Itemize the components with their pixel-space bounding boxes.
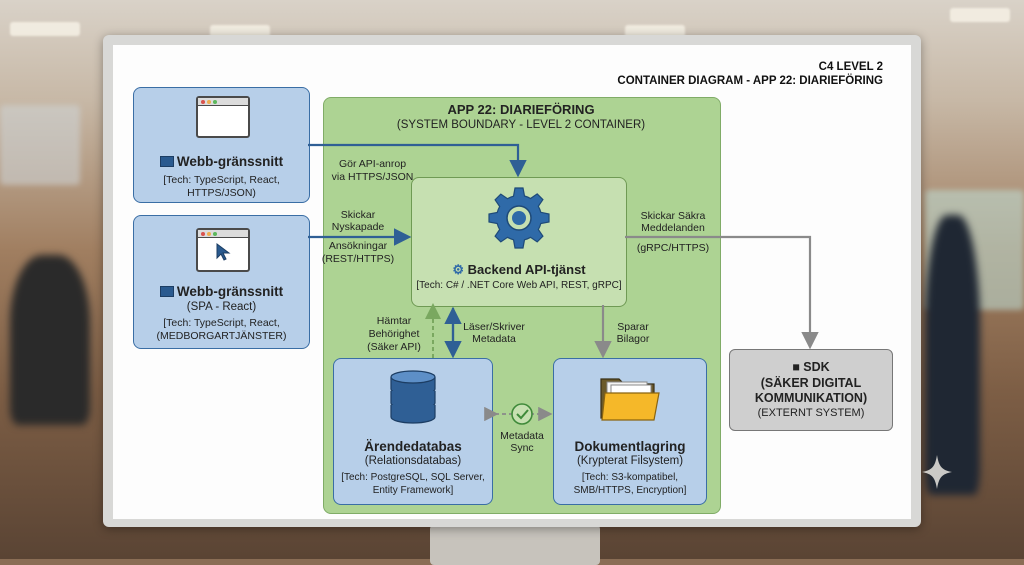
doc-storage-sub: (Krypterat Filsystem) (576, 455, 684, 467)
case-db-sub: (Relationsdatabas) (364, 455, 462, 467)
seated-person (10, 255, 90, 425)
web-ui-1-tech-1: [Tech: TypeScript, React, (163, 174, 280, 186)
edge-secure-msg-3: (gRPC/HTTPS) (636, 242, 710, 254)
browser-window-icon (196, 96, 250, 138)
edge-meta-sync-1: Metadata (500, 430, 544, 442)
sdk-name: ■ SDK (792, 360, 830, 374)
wall-window (0, 105, 80, 185)
web-ui-2-sub: (SPA - React) (186, 301, 257, 313)
edge-read-write-2: Metadata (472, 333, 516, 345)
ceiling-light (950, 8, 1010, 22)
screen-stand (430, 525, 600, 565)
edge-secure-msg-1: Skickar Säkra (640, 210, 706, 222)
edge-save-att-2: Bilagor (616, 333, 650, 345)
edge-fetch-perm-1: Hämtar (376, 315, 412, 327)
web-ui-container-2[interactable]: Webb-gränssnitt (SPA - React) [Tech: Typ… (133, 215, 310, 349)
monitor-icon (159, 286, 174, 297)
cursor-icon (216, 243, 231, 261)
boundary-subtitle: (SYSTEM BOUNDARY - LEVEL 2 CONTAINER) (396, 119, 646, 131)
edge-send-apps-1: Skickar (340, 209, 376, 221)
check-circle-icon (511, 403, 533, 425)
arrow-secure-messages (625, 235, 819, 350)
edge-save-att-1: Sparar (617, 321, 649, 333)
ceiling-light (10, 22, 80, 36)
edge-meta-sync-2: Sync (510, 442, 534, 454)
arrow-api-call (308, 143, 527, 178)
diagram-level: C4 LEVEL 2 (818, 61, 883, 73)
web-ui-2-name: Webb-gränssnitt (176, 284, 284, 299)
edge-read-write-1: Läser/Skriver (463, 321, 525, 333)
boundary-title: APP 22: DIARIEFÖRING (447, 102, 595, 117)
case-db-tech-1: [Tech: PostgreSQL, SQL Server, (341, 472, 485, 483)
standing-person (925, 215, 980, 495)
database-icon (390, 370, 436, 424)
browser-window-icon (196, 228, 250, 272)
sdk-line-3: (EXTERNT SYSTEM) (757, 407, 865, 419)
edge-send-apps-2: Nyskapade (331, 221, 385, 233)
web-ui-1-name: Webb-gränssnitt (176, 154, 284, 169)
backend-name: Backend API-tjänst (467, 262, 586, 277)
case-db-name: Ärendedatabas (364, 439, 462, 454)
relationship-arrows (308, 143, 819, 425)
web-ui-2-tech-1: [Tech: TypeScript, React, (163, 317, 280, 329)
folder-icon (600, 378, 660, 421)
diagram-canvas: C4 LEVEL 2 CONTAINER DIAGRAM - APP 22: D… (113, 45, 911, 519)
gear-icon (488, 187, 550, 249)
doc-storage-name: Dokumentlagring (574, 439, 686, 454)
sparkle-icon (922, 455, 952, 489)
edge-send-apps-3: Ansökningar (328, 240, 388, 252)
edge-api-call-2: via HTTPS/JSON (331, 171, 414, 183)
case-db-tech-2: Entity Framework] (372, 485, 454, 496)
backend-tech: [Tech: C# / .NET Core Web API, REST, gRP… (416, 280, 622, 291)
backend-api-container[interactable]: ⚙ Backend API-tjänst [Tech: C# / .NET Co… (411, 177, 627, 307)
case-database-container[interactable]: Ärendedatabas (Relationsdatabas) [Tech: … (333, 358, 493, 505)
diagram-title: CONTAINER DIAGRAM - APP 22: DIARIEFÖRING (617, 75, 883, 87)
edge-secure-msg-2: Meddelanden (641, 222, 705, 234)
edge-fetch-perm-2: Behörighet (368, 328, 420, 340)
sdk-line-2: KOMMUNIKATION) (754, 391, 868, 405)
doc-storage-tech-2: SMB/HTTPS, Encryption] (573, 485, 687, 496)
web-ui-1-tech-2: HTTPS/JSON) (187, 187, 256, 199)
sdk-line-1: (SÄKER DIGITAL (760, 376, 862, 390)
edge-send-apps-4: (REST/HTTPS) (321, 253, 395, 265)
small-gear-icon: ⚙ (452, 262, 465, 277)
document-storage-container[interactable]: Dokumentlagring (Krypterat Filsystem) [T… (553, 358, 707, 505)
edge-api-call-1: Gör API-anrop (338, 158, 407, 170)
doc-storage-tech-1: [Tech: S3-kompatibel, (581, 472, 679, 483)
monitor-icon (159, 156, 174, 167)
web-ui-container-1[interactable]: Webb-gränssnitt [Tech: TypeScript, React… (133, 87, 310, 203)
display-screen: C4 LEVEL 2 CONTAINER DIAGRAM - APP 22: D… (103, 35, 921, 527)
web-ui-2-tech-2: (MEDBORGARTJÄNSTER) (156, 330, 287, 342)
edge-fetch-perm-3: (Säker API) (367, 341, 421, 353)
sdk-external-system[interactable]: ■ SDK (SÄKER DIGITAL KOMMUNIKATION) (EXT… (729, 349, 893, 431)
